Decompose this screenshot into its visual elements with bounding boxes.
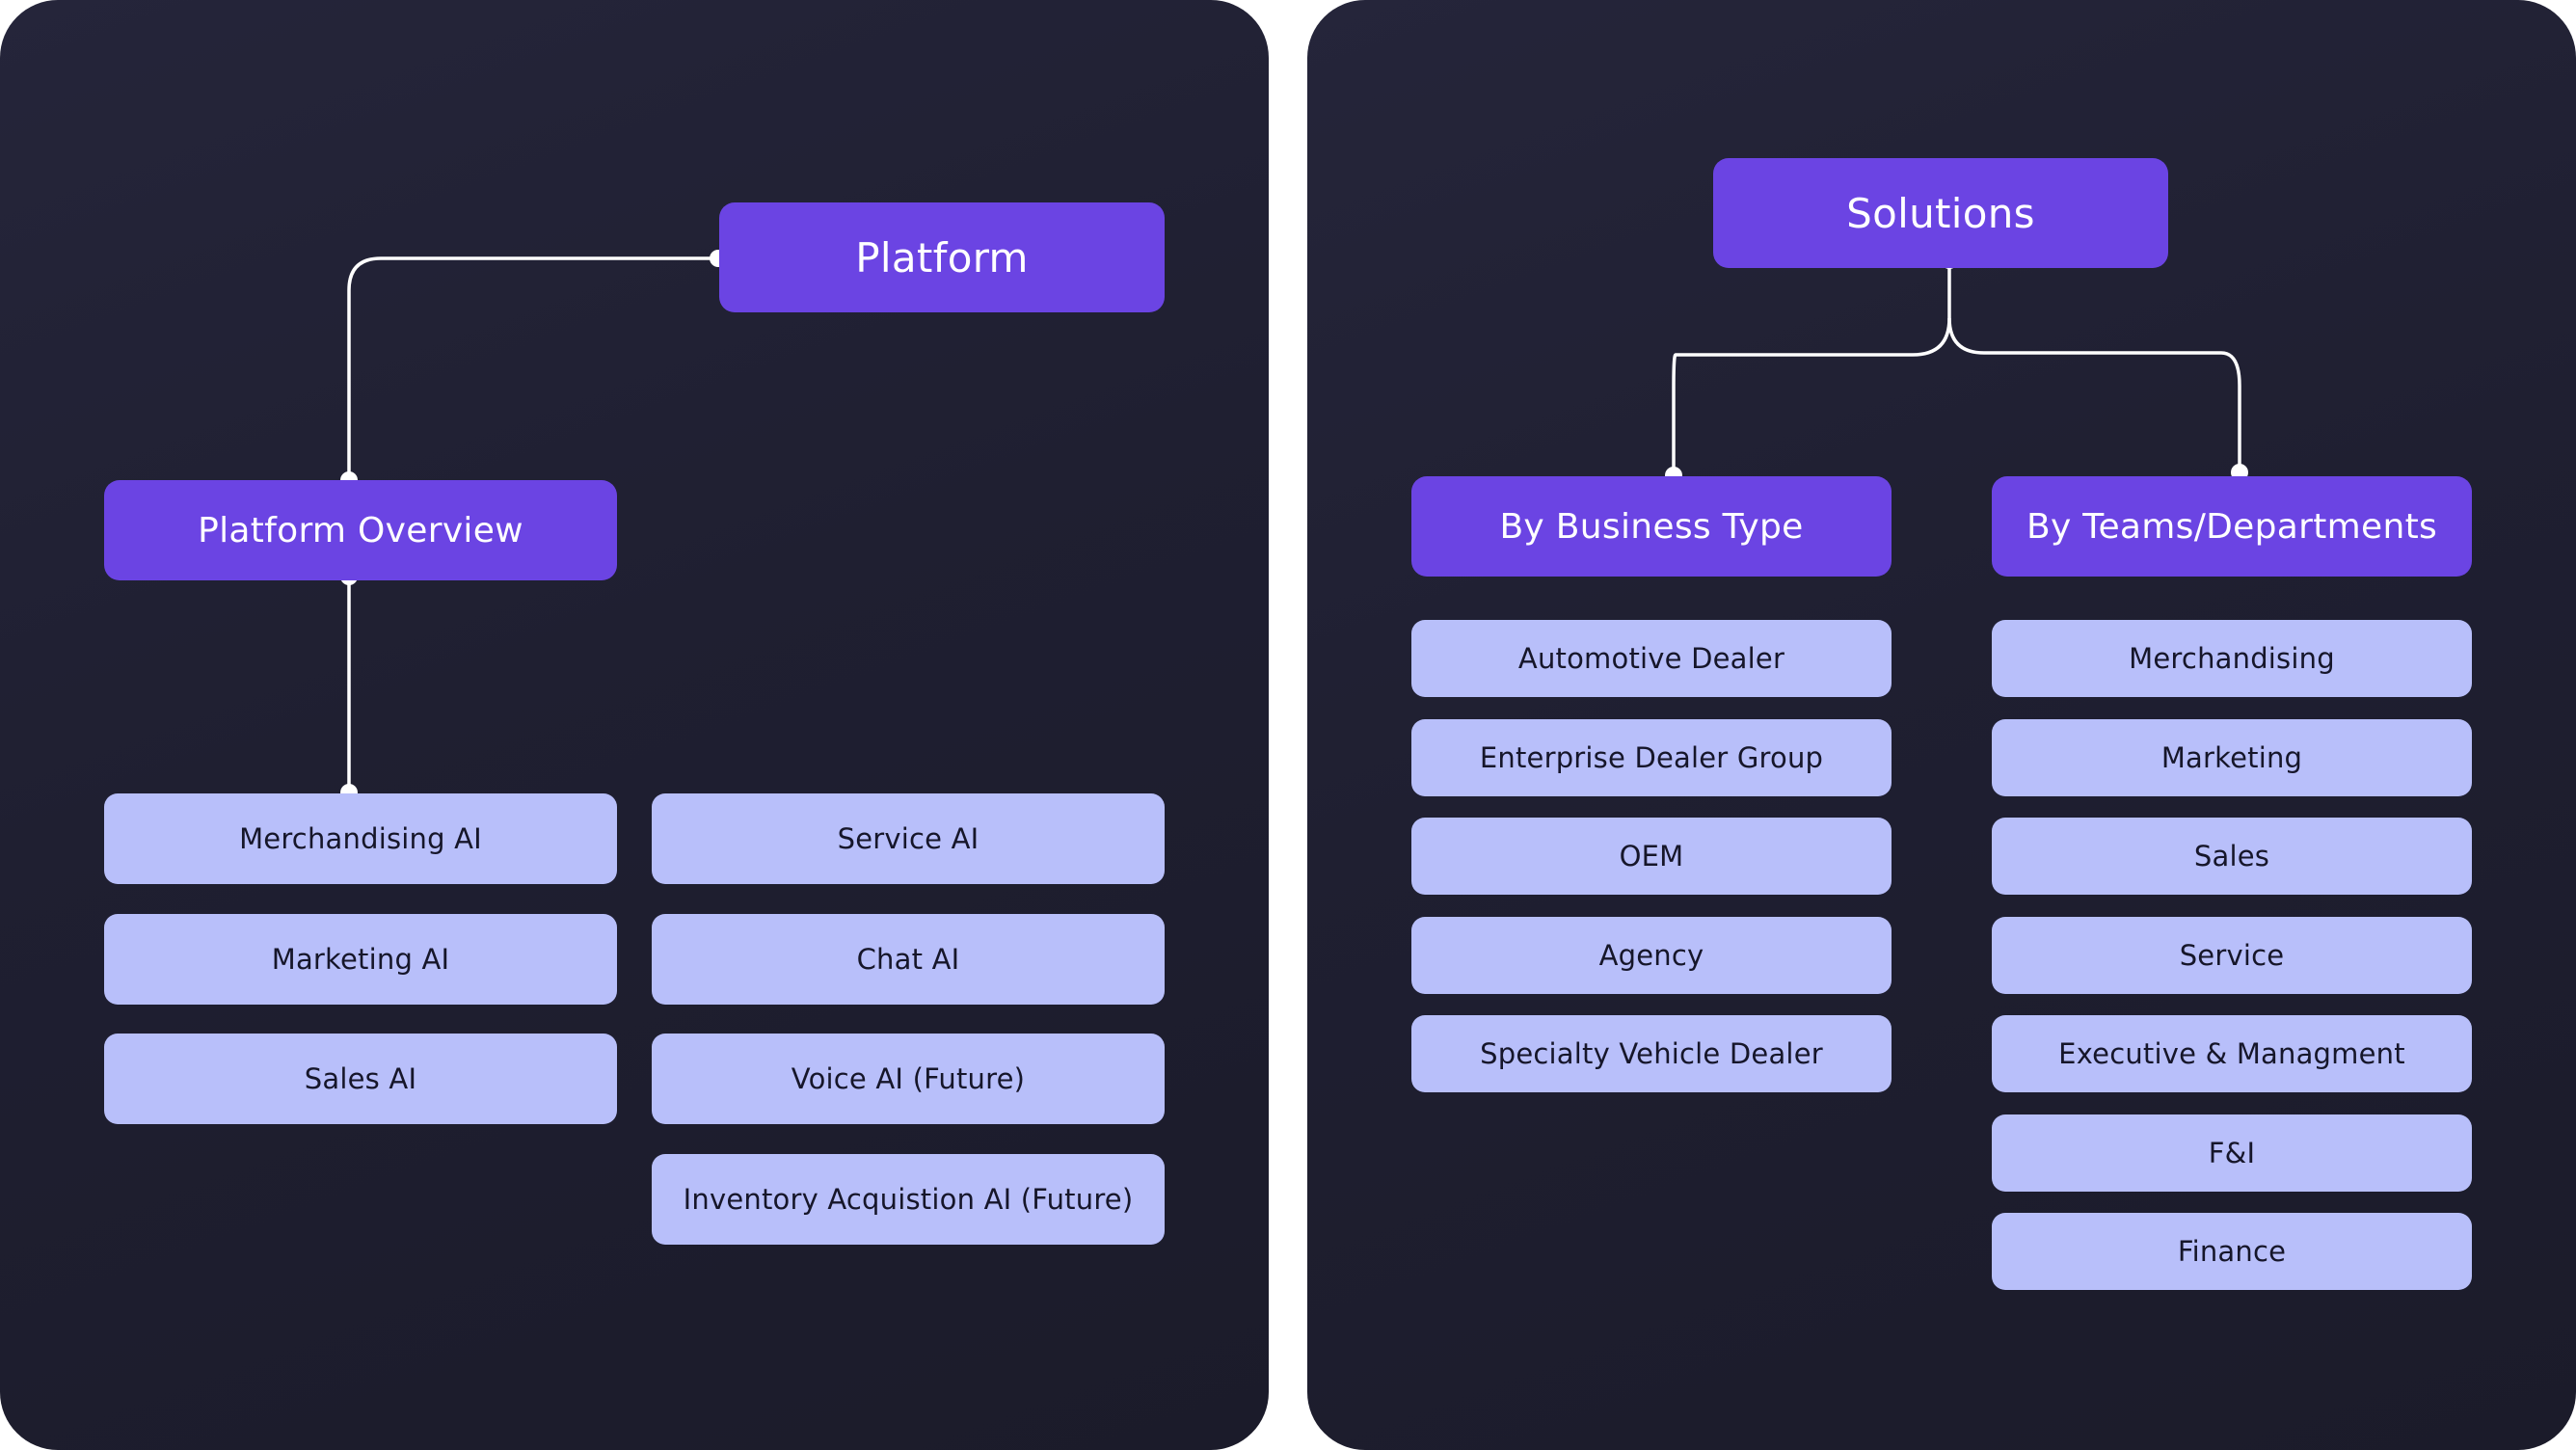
connector-platform-to-overview <box>347 256 718 480</box>
platform-node[interactable]: Platform <box>719 202 1165 312</box>
business-type-enterprise-dealer-group[interactable]: Enterprise Dealer Group <box>1411 719 1892 796</box>
team-executive-management[interactable]: Executive & Managment <box>1992 1015 2472 1092</box>
team-marketing[interactable]: Marketing <box>1992 719 2472 796</box>
business-type-automotive-dealer[interactable]: Automotive Dealer <box>1411 620 1892 697</box>
product-inventory-acquisition-ai[interactable]: Inventory Acquistion AI (Future) <box>652 1154 1165 1245</box>
product-marketing-ai[interactable]: Marketing AI <box>104 914 617 1005</box>
product-voice-ai[interactable]: Voice AI (Future) <box>652 1034 1165 1124</box>
solutions-panel: Solutions By Business Type By Teams/Depa… <box>1307 0 2576 1450</box>
product-sales-ai[interactable]: Sales AI <box>104 1034 617 1124</box>
business-type-oem[interactable]: OEM <box>1411 818 1892 895</box>
by-teams-departments-node[interactable]: By Teams/Departments <box>1992 476 2472 577</box>
business-type-agency[interactable]: Agency <box>1411 917 1892 994</box>
business-type-specialty-vehicle-dealer[interactable]: Specialty Vehicle Dealer <box>1411 1015 1892 1092</box>
team-service[interactable]: Service <box>1992 917 2472 994</box>
connector-solutions-to-teams <box>1947 317 2241 472</box>
platform-overview-label: Platform Overview <box>198 510 523 550</box>
solutions-title: Solutions <box>1846 189 2035 237</box>
team-f-and-i[interactable]: F&I <box>1992 1114 2472 1192</box>
platform-overview-node[interactable]: Platform Overview <box>104 480 617 580</box>
product-chat-ai[interactable]: Chat AI <box>652 914 1165 1005</box>
by-business-type-node[interactable]: By Business Type <box>1411 476 1892 577</box>
team-sales[interactable]: Sales <box>1992 818 2472 895</box>
connector-solutions-to-business-type <box>1672 260 1951 475</box>
product-merchandising-ai[interactable]: Merchandising AI <box>104 793 617 884</box>
team-finance[interactable]: Finance <box>1992 1213 2472 1290</box>
platform-title: Platform <box>855 233 1029 282</box>
solutions-node[interactable]: Solutions <box>1713 158 2168 268</box>
team-merchandising[interactable]: Merchandising <box>1992 620 2472 697</box>
product-service-ai[interactable]: Service AI <box>652 793 1165 884</box>
platform-panel: Platform Platform Overview Merchandising… <box>0 0 1269 1450</box>
